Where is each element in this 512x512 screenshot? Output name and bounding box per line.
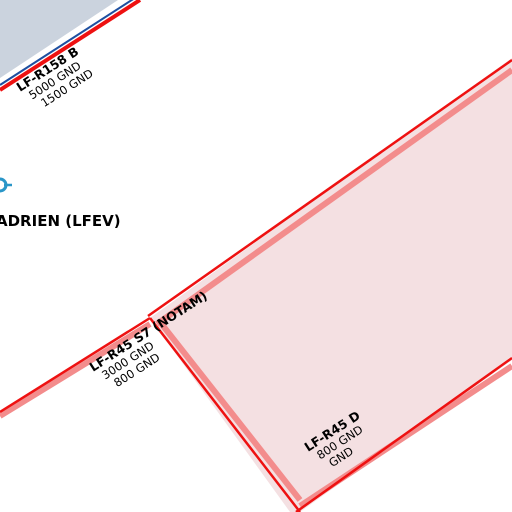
zone-lf-r45d-border-bottom bbox=[295, 356, 512, 512]
zone-lf-r158b[interactable] bbox=[0, 0, 142, 92]
zone-lf-r45s7-border-light bbox=[0, 321, 152, 419]
zone-lf-r45d-area bbox=[150, 58, 512, 512]
airport-name: ADRIEN (LFEV) bbox=[0, 212, 121, 230]
zone-lf-r158b-border-dark bbox=[0, 0, 134, 86]
zone-lf-r158b-border-red bbox=[0, 0, 142, 92]
zone-lf-r45d-border-left bbox=[149, 317, 301, 512]
zone-lf-r45d-inner-band-left bbox=[157, 320, 303, 502]
airport-icon[interactable] bbox=[0, 177, 12, 193]
zone-lf-r45d-inner-band bbox=[155, 67, 512, 327]
zone-lf-r158b-area bbox=[0, 0, 118, 78]
zone-lf-r45s7-border bbox=[0, 316, 151, 414]
zone-lf-r45s7[interactable] bbox=[0, 316, 152, 419]
zone-lf-r45d-border-top bbox=[147, 58, 512, 318]
zone-lf-r45d[interactable] bbox=[147, 58, 512, 512]
